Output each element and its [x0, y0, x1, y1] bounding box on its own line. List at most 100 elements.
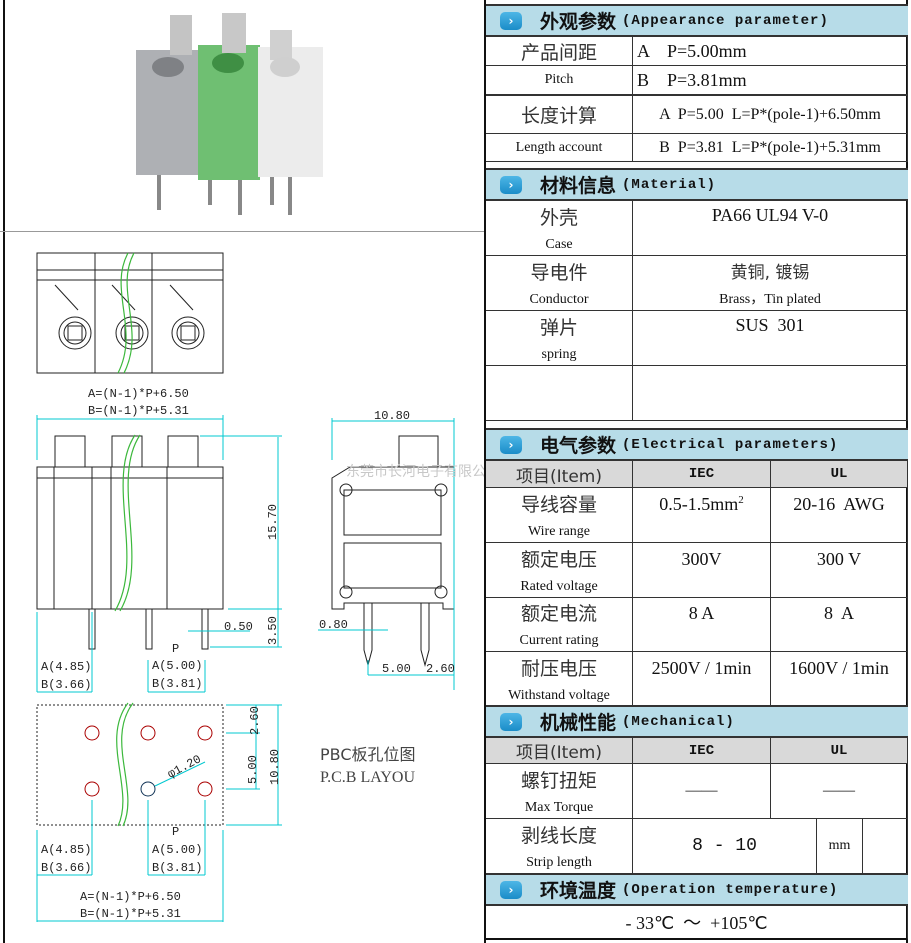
pcb-offset-b: B(3.66)	[41, 861, 91, 875]
dim-width: 10.80	[374, 409, 410, 423]
torque-ul: ——	[771, 764, 908, 819]
dim-pin-width: 0.50	[224, 620, 253, 634]
label-en: Case	[545, 237, 573, 252]
electrical-ul-value: 1600V / 1min	[771, 651, 908, 707]
col-iec: IEC	[633, 738, 771, 764]
label-en: Max Torque	[524, 800, 594, 815]
value: PA66 UL94 V-0	[711, 205, 829, 225]
label-cn: 外壳	[539, 207, 578, 229]
pcb-formula-a: A=(N-1)*P+6.50	[80, 890, 181, 904]
length-label-en: Length account	[486, 134, 633, 162]
electrical-iec-value: 2500V / 1min	[633, 651, 771, 707]
torque-iec: ——	[633, 764, 771, 819]
label-cn: 导电件	[530, 262, 588, 284]
col-iec: IEC	[633, 461, 771, 488]
label-en: Current rating	[519, 633, 599, 648]
technical-drawing: A=(N-1)*P+6.50 B=(N-1)*P+5.31 15.70 3.50…	[36, 252, 484, 922]
material-value-spring: SUS 301	[633, 311, 908, 366]
electrical-ul-value: 20-16 AWG	[771, 488, 908, 543]
value: 20-16 AWG	[793, 494, 885, 514]
hole-diameter: φ1.20	[165, 752, 203, 781]
dim-height: 15.70	[266, 504, 280, 540]
pcb-label-p: P	[172, 825, 179, 839]
formula-a: A=(N-1)*P+6.50	[88, 387, 189, 401]
chevron-right-icon: ›	[500, 712, 522, 731]
label-en: spring	[541, 347, 577, 362]
col-ul: UL	[771, 461, 908, 488]
value: 2500V / 1min	[651, 657, 752, 678]
label-en: Withstand voltage	[508, 687, 610, 703]
material-value-case: PA66 UL94 V-0	[633, 201, 908, 256]
label-cn: 导线容量	[520, 494, 597, 516]
length-label-cn: 长度计算	[486, 96, 633, 134]
offset-b: B(3.66)	[41, 678, 91, 692]
section-temperature: ›环境温度(Operation temperature)	[486, 873, 908, 906]
label-en: Strip length	[526, 855, 592, 870]
pitch-a: A P=5.00mm	[633, 37, 908, 66]
pcb-formula-b: B=(N-1)*P+5.31	[80, 907, 181, 921]
section-material: › 材料信息 (Material)	[486, 168, 908, 201]
empty-cell	[863, 819, 908, 874]
value: 300 V	[816, 548, 862, 569]
pitch-a: A(5.00)	[152, 659, 202, 673]
dim-pin-length: 3.50	[266, 616, 280, 645]
pcb-edge: 2.60	[248, 706, 262, 735]
pcb-title-cn: PBC板孔位图	[320, 745, 416, 764]
divider	[0, 231, 484, 232]
pcb-width: 10.80	[268, 749, 282, 785]
pitch-b: B P=3.81mm	[633, 66, 908, 96]
product-photo	[136, 13, 323, 215]
dim-edge: 2.60	[426, 662, 455, 676]
superscript: 2	[738, 494, 744, 506]
section-mechanical: › 机械性能 (Mechanical)	[486, 705, 908, 738]
strip-value: 8 - 10	[633, 819, 817, 874]
section-appearance: ›外观参数(Appearance parameter)	[486, 4, 908, 37]
label-cn: 额定电压	[520, 548, 597, 571]
col-item: 项目(Item)	[486, 461, 633, 488]
electrical-ul-value: 8 A	[771, 597, 908, 652]
electrical-iec-value: 0.5-1.5mm2	[633, 488, 771, 543]
watermark: 东莞市长河电子有限公司	[346, 463, 484, 481]
chevron-right-icon: ›	[500, 880, 522, 899]
label-en: Rated voltage	[520, 578, 598, 594]
section-title: 电气参数	[540, 435, 617, 457]
length-b: B P=3.81 L=P*(pole-1)+5.31mm	[633, 134, 908, 162]
section-subtitle: (Mechanical)	[622, 713, 735, 730]
material-row-spring: 弹片 spring	[486, 311, 633, 366]
label-cn: 螺钉扭矩	[520, 770, 597, 792]
offset-a: A(4.85)	[41, 660, 91, 674]
label-cn: 弹片	[539, 317, 578, 339]
pcb-offset-a: A(4.85)	[41, 843, 91, 857]
section-subtitle: (Material)	[622, 176, 717, 193]
pitch-b: B(3.81)	[152, 677, 202, 691]
section-title: 机械性能	[540, 712, 617, 734]
section-subtitle: (Appearance parameter)	[622, 12, 829, 29]
spec-table: ›外观参数(Appearance parameter) 产品间距 Pitch A…	[484, 0, 908, 943]
pins	[157, 160, 292, 215]
value: 300V	[681, 548, 722, 569]
value-en: Brass，Tin plated	[719, 292, 821, 307]
material-row-case: 外壳 Case	[486, 201, 633, 256]
section-electrical: ›电气参数(Electrical parameters)	[486, 428, 908, 461]
label-cn: 耐压电压	[520, 657, 597, 680]
formula-b: B=(N-1)*P+5.31	[88, 404, 189, 418]
left-border	[3, 0, 5, 943]
pcb-pitch-a: A(5.00)	[152, 843, 202, 857]
electrical-iec-value: 300V	[633, 542, 771, 598]
electrical-row-label: 耐压电压 Withstand voltage	[486, 651, 633, 707]
section-title: 材料信息	[540, 175, 617, 197]
electrical-ul-value: 300 V	[771, 542, 908, 598]
dim-row-pitch: 5.00	[382, 662, 411, 676]
chevron-right-icon: ›	[500, 435, 522, 454]
chevron-right-icon: ›	[500, 175, 522, 194]
value: 8 A	[688, 603, 715, 623]
value: 0.5-1.5mm	[659, 494, 739, 514]
chevron-right-icon: ›	[500, 11, 522, 30]
pitch-label-cn: 产品间距	[486, 37, 633, 66]
wire	[114, 252, 141, 827]
value: 1600V / 1min	[789, 657, 889, 678]
